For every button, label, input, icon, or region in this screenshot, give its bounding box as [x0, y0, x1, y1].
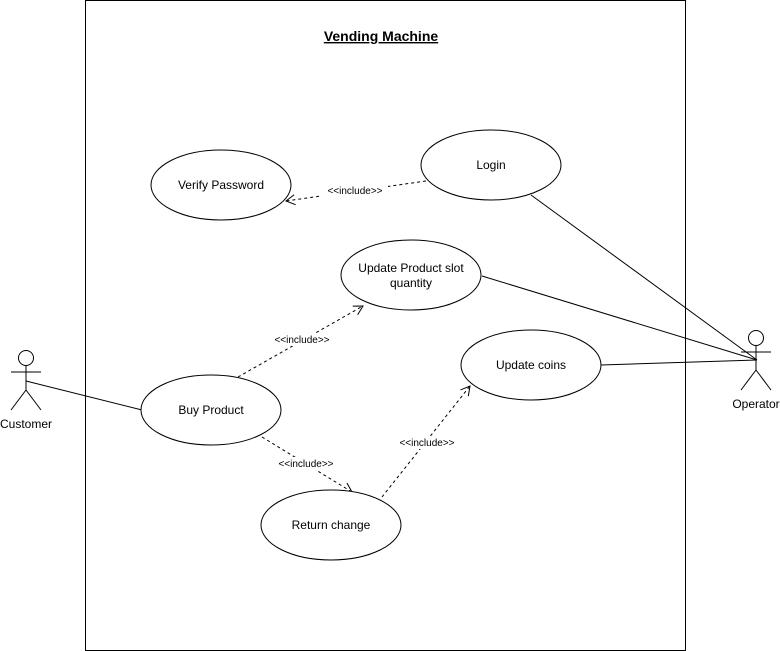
- include-label-bg: [322, 184, 388, 197]
- use-case-update-product-slot-quantity: Update Product slot quantity: [340, 239, 482, 311]
- association-operator-login: [530, 194, 758, 361]
- include-label-login-verify: <<include>>: [327, 186, 382, 197]
- use-case-label: Return change: [292, 518, 371, 532]
- actor-label: Customer: [0, 417, 52, 431]
- association-operator-update-coins: [600, 359, 758, 366]
- stick-figure-icon: [740, 330, 772, 391]
- use-case-verify-password: Verify Password: [150, 149, 292, 221]
- use-case-buy-product: Buy Product: [140, 374, 282, 446]
- include-label-bg: [273, 457, 339, 470]
- use-case-label: Login: [476, 158, 505, 172]
- use-case-update-coins: Update coins: [460, 329, 602, 401]
- system-title: Vending Machine: [324, 28, 439, 44]
- system-boundary: [85, 0, 686, 651]
- include-label-bg: [269, 333, 335, 346]
- association-customer-buy-product: [25, 380, 143, 411]
- association-operator-update-product: [481, 275, 758, 361]
- include-label-buy-return-change: <<include>>: [278, 459, 333, 470]
- use-case-label-line-2: quantity: [390, 276, 432, 290]
- include-label-buy-update-product: <<include>>: [274, 335, 329, 346]
- use-case-login: Login: [420, 129, 562, 201]
- use-case-label: Buy Product: [178, 403, 244, 417]
- include-label-bg: [394, 436, 460, 449]
- stick-figure-icon: [10, 350, 42, 411]
- actor-customer: Customer: [0, 350, 52, 431]
- use-case-label-line-1: Update Product slot: [358, 261, 464, 275]
- use-case-label: Verify Password: [178, 178, 264, 192]
- use-case-return-change: Return change: [260, 489, 402, 561]
- actor-label: Operator: [732, 397, 779, 411]
- include-label-return-update-coins: <<include>>: [399, 438, 454, 449]
- actor-operator: Operator: [732, 330, 780, 411]
- use-case-label: Update coins: [496, 358, 566, 372]
